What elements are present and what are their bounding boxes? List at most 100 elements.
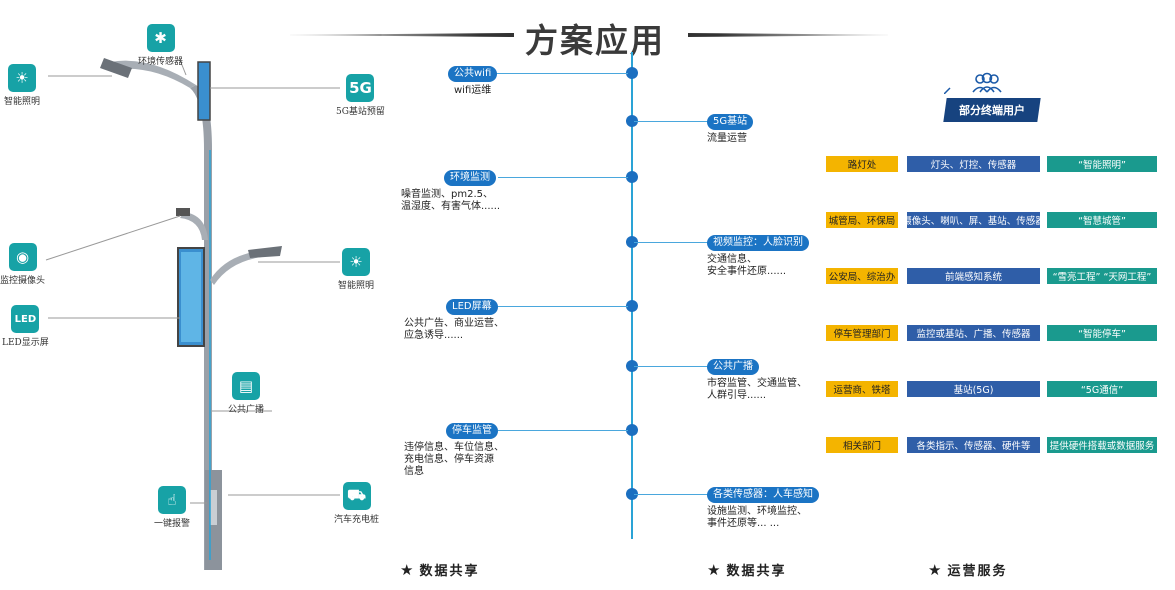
tag-broadcast: 公共广播 bbox=[707, 359, 759, 375]
desc-env: 噪音监测、pm2.5、 温湿度、有害气体...... bbox=[401, 189, 501, 212]
timeline-connector bbox=[634, 121, 708, 122]
timeline-dot bbox=[626, 236, 638, 248]
timeline-dot bbox=[626, 67, 638, 79]
led-feature: LED LED显示屏 bbox=[2, 305, 49, 348]
car-icon: ⛟ bbox=[342, 482, 371, 510]
desc-5g: 流量运营 bbox=[707, 133, 747, 144]
env-sensor-label: 环境传感器 bbox=[138, 57, 184, 67]
snowflake-icon: ✱ bbox=[146, 24, 175, 52]
timeline-connector bbox=[498, 430, 628, 431]
desc-led: 公共广告、商业运营、 应急诱导...... bbox=[404, 318, 504, 341]
env-sensor-feature: ✱ 环境传感器 bbox=[138, 24, 183, 67]
user-who: 运营商、铁塔 bbox=[826, 381, 898, 397]
timeline-connector bbox=[496, 73, 628, 74]
users-group-icon bbox=[970, 72, 1004, 99]
timeline-item-sensor: 各类传感器：人车感知 设施监测、环境监控、 事件还原等... ... bbox=[707, 487, 819, 530]
title-decoration-right bbox=[688, 33, 888, 37]
tag-5g: 5G基站 bbox=[707, 114, 754, 130]
user-what: 监控或基站、广播、传感器 bbox=[907, 325, 1040, 341]
charger-label: 汽车充电桩 bbox=[334, 515, 380, 525]
tag-led: LED屏幕 bbox=[446, 299, 498, 315]
footer-data-share-2: ★数据共享 bbox=[707, 560, 786, 579]
user-what: 摄像头、喇叭、屏、基站、传感器 bbox=[902, 212, 1045, 228]
spark-icon bbox=[944, 87, 951, 94]
users-banner-label: 部分终端用户 bbox=[959, 104, 1025, 117]
timeline-item-parking: 停车监管 违停信息、车位信息、 充电信息、停车资源 信息 bbox=[404, 423, 504, 478]
user-result: “智慧城管” bbox=[1047, 212, 1157, 228]
user-result: 提供硬件搭载或数据服务 bbox=[1047, 437, 1157, 453]
alarm-label: 一键报警 bbox=[154, 519, 191, 529]
smart-light-feature-1: ☀ 智能照明 bbox=[4, 64, 40, 107]
desc-sensor: 设施监测、环境监控、 事件还原等... ... bbox=[707, 506, 807, 529]
user-what: 基站(5G) bbox=[907, 381, 1040, 397]
smart-light-feature-2: ☀ 智能照明 bbox=[338, 248, 374, 291]
footer-data-share-1: ★数据共享 bbox=[400, 560, 479, 579]
camera-icon: ◉ bbox=[8, 243, 37, 271]
timeline-dot bbox=[626, 115, 638, 127]
star-icon: ★ bbox=[400, 561, 416, 579]
led-icon: LED bbox=[11, 305, 40, 333]
timeline-item-broadcast: 公共广播 市容监管、交通监管、 人群引导...... bbox=[707, 359, 807, 402]
user-result: “雪亮工程” “天网工程” bbox=[1047, 268, 1157, 284]
title-decoration-left bbox=[290, 33, 514, 37]
tag-env: 环境监测 bbox=[444, 170, 496, 186]
broadcast-label: 公共广播 bbox=[228, 405, 265, 415]
page-title: 方案应用 bbox=[525, 21, 665, 60]
user-result: “5G通信” bbox=[1047, 381, 1157, 397]
footer-label: 数据共享 bbox=[419, 564, 480, 579]
star-icon: ★ bbox=[928, 561, 944, 579]
smart-light-label-1: 智能照明 bbox=[4, 97, 41, 107]
timeline-connector bbox=[634, 366, 708, 367]
user-what: 各类指示、传感器、硬件等 bbox=[907, 437, 1040, 453]
tag-parking: 停车监管 bbox=[446, 423, 498, 439]
sun-icon: ☀ bbox=[342, 248, 370, 276]
tag-sensor: 各类传感器：人车感知 bbox=[707, 487, 819, 503]
user-who: 路灯处 bbox=[826, 156, 898, 172]
desc-parking: 违停信息、车位信息、 充电信息、停车资源 信息 bbox=[404, 442, 504, 477]
user-who: 城管局、环保局 bbox=[826, 212, 898, 228]
camera-feature: ◉ 监控摄像头 bbox=[0, 243, 45, 286]
timeline-dot bbox=[626, 300, 638, 312]
broadcast-feature: ▤ 公共广播 bbox=[228, 372, 264, 415]
charger-feature: ⛟ 汽车充电桩 bbox=[334, 482, 379, 525]
user-who: 相关部门 bbox=[826, 437, 898, 453]
user-what: 前端感知系统 bbox=[907, 268, 1040, 284]
timeline-dot bbox=[626, 488, 638, 500]
smart-pole-illustration: ✱ 环境传感器 ☀ 智能照明 5G 5G基站预留 ◉ 监控摄像头 ☀ 智能照明 … bbox=[0, 0, 400, 590]
timeline-connector bbox=[498, 177, 628, 178]
footer-operation-service: ★运营服务 bbox=[928, 560, 1007, 579]
timeline-connector bbox=[634, 242, 708, 243]
user-result: “智能照明” bbox=[1047, 156, 1157, 172]
tag-video: 视频监控：人脸识别 bbox=[707, 235, 809, 251]
timeline-connector bbox=[496, 306, 628, 307]
timeline-dot bbox=[626, 360, 638, 372]
5g-icon: 5G bbox=[346, 74, 375, 102]
led-label: LED显示屏 bbox=[2, 338, 49, 348]
base-station-feature: 5G 5G基站预留 bbox=[336, 74, 385, 117]
pole-drawing bbox=[45, 58, 340, 570]
user-who: 公安局、综治办 bbox=[826, 268, 898, 284]
desc-broadcast: 市容监管、交通监管、 人群引导...... bbox=[707, 378, 807, 401]
timeline-axis bbox=[631, 52, 633, 539]
timeline-item-5g: 5G基站 流量运营 bbox=[707, 114, 754, 145]
timeline-item-wifi: 公共wifi wifi运维 bbox=[448, 66, 498, 97]
timeline-item-video: 视频监控：人脸识别 交通信息、 安全事件还原...... bbox=[707, 235, 809, 278]
user-who: 停车管理部门 bbox=[826, 325, 898, 341]
star-icon: ★ bbox=[707, 561, 723, 579]
base-station-label: 5G基站预留 bbox=[336, 107, 385, 117]
sun-icon: ☀ bbox=[8, 64, 36, 92]
timeline-item-led: LED屏幕 公共广告、商业运营、 应急诱导...... bbox=[404, 299, 504, 342]
users-banner: 部分终端用户 bbox=[943, 98, 1041, 122]
user-result: “智能停车” bbox=[1047, 325, 1157, 341]
footer-label: 运营服务 bbox=[947, 564, 1008, 579]
footer-label: 数据共享 bbox=[726, 564, 787, 579]
desc-wifi: wifi运维 bbox=[454, 85, 492, 96]
camera-label: 监控摄像头 bbox=[0, 276, 46, 286]
timeline-dot bbox=[626, 171, 638, 183]
smart-light-label-2: 智能照明 bbox=[338, 281, 375, 291]
timeline-dot bbox=[626, 424, 638, 436]
radio-icon: ▤ bbox=[232, 372, 260, 400]
user-what: 灯头、灯控、传感器 bbox=[907, 156, 1040, 172]
alarm-feature: ☝ 一键报警 bbox=[154, 486, 190, 529]
tag-wifi: 公共wifi bbox=[448, 66, 498, 82]
